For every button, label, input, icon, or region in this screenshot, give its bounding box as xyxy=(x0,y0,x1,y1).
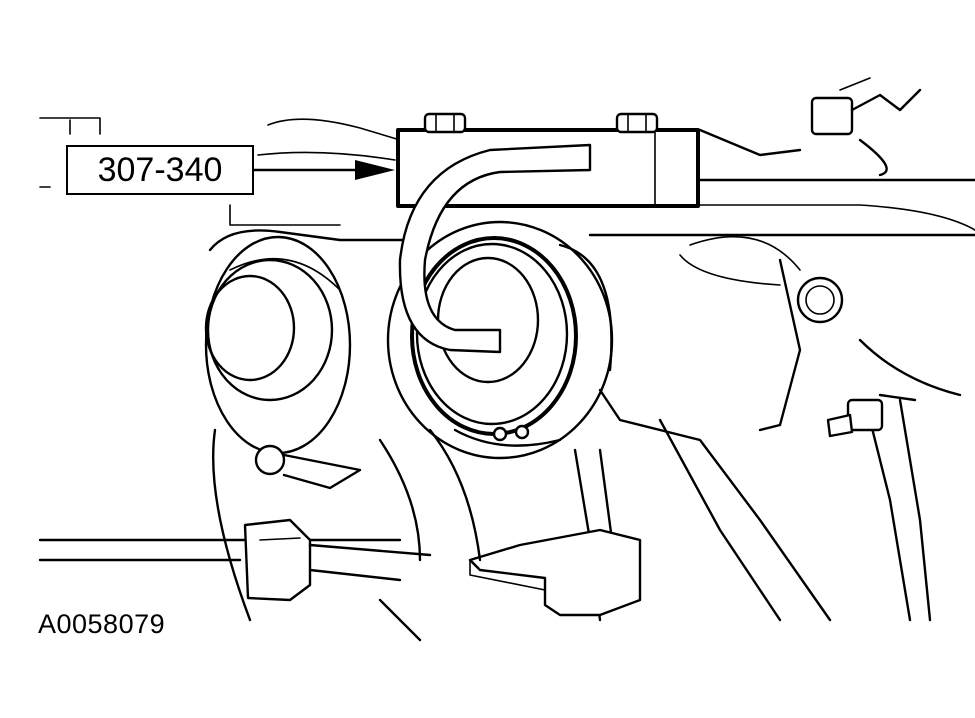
electrical-connector xyxy=(810,77,922,177)
right-linkage xyxy=(758,258,962,622)
hex-bolt xyxy=(243,518,312,602)
ring-eyelet-right xyxy=(514,424,530,440)
tool-number-callout: 307-340 xyxy=(66,145,254,195)
figure-id: A0058079 xyxy=(38,609,166,639)
tool-bolt-right xyxy=(615,112,659,134)
tool-bolt-left xyxy=(423,112,467,134)
left-servo-cover xyxy=(204,229,352,455)
lower-left-harness xyxy=(38,428,432,642)
background-housing-outline xyxy=(39,117,975,286)
callout-arrow xyxy=(252,160,395,180)
sensor-port xyxy=(254,444,286,476)
lower-bracket xyxy=(468,528,642,617)
sensor-fitting xyxy=(846,398,884,432)
ring-eyelet-left xyxy=(492,426,508,442)
lower-valve-body xyxy=(378,388,832,622)
tool-hook xyxy=(398,143,592,354)
